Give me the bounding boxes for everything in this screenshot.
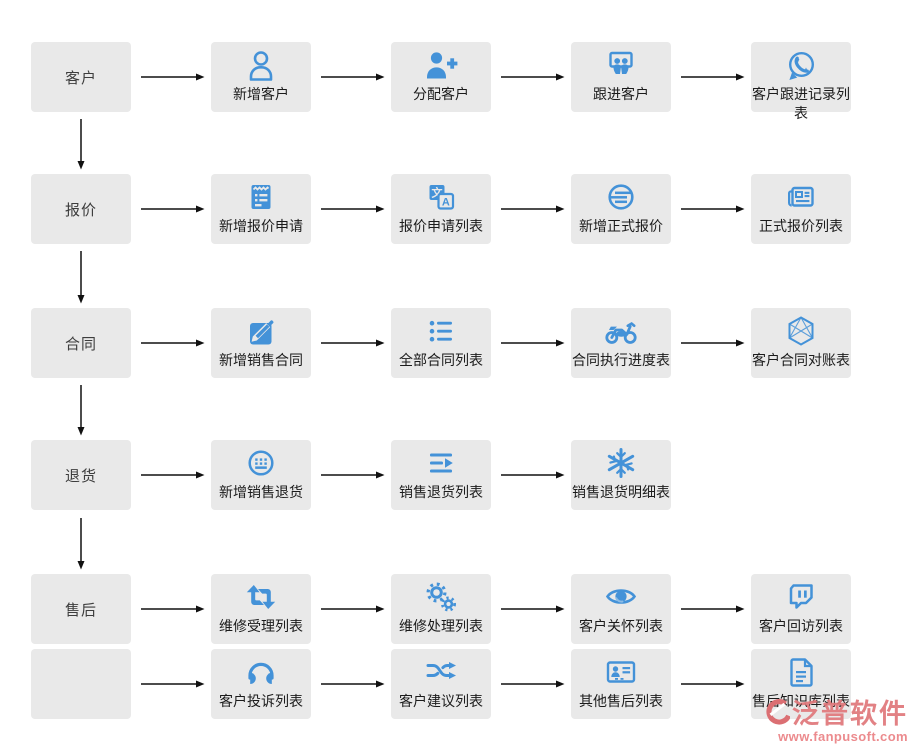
flow-node-label: 其他售后列表 [579,693,663,709]
newspaper-icon [788,186,814,207]
flow-node-label: 新增销售退货 [219,484,303,500]
stage-label: 退货 [64,467,97,485]
stage-node-contract[interactable]: 合同 [31,308,131,378]
lines-arrow-icon [430,453,453,473]
snowflake-icon [607,448,635,478]
flow-node-add-customer[interactable]: 新增客户 [211,42,311,112]
flow-node-label: 全部合同列表 [399,352,483,368]
user-icon [249,51,273,81]
stage-label: 售后 [64,601,97,619]
headphones-icon [248,662,274,684]
list-icon [429,320,452,342]
edit-icon [250,320,274,345]
flow-node-label: 客户关怀列表 [579,618,663,634]
stage-label: 报价 [64,201,97,219]
flow-node-repair-process-list[interactable]: 维修处理列表 [391,574,491,644]
flow-node-label: 客户投诉列表 [219,693,303,709]
stage-node-quote[interactable]: 报价 [31,174,131,244]
flow-node-label: 新增销售合同 [219,352,303,368]
id-card-icon [606,661,636,683]
flow-node-all-contract-list[interactable]: 全部合同列表 [391,308,491,378]
flow-node-suggestion-list[interactable]: 客户建议列表 [391,649,491,719]
retweet-icon [246,585,276,609]
flow-node-label: 合同执行进度表 [572,352,670,368]
flow-node-label: 客户回访列表 [759,618,843,634]
flow-node-add-formal-quote[interactable]: 新增正式报价 [571,174,671,244]
flow-node-contract-reconciliation[interactable]: 客户合同对账表 [751,308,851,378]
watermark: 泛普软件 www.fanpusoft.com [764,692,908,744]
flow-node-sales-return-list[interactable]: 销售退货列表 [391,440,491,510]
gears-icon [426,582,456,612]
flow-node-label: 销售退货明细表 [572,484,670,500]
presentation-people-icon [609,51,633,74]
svg-text:A: A [442,196,450,208]
flow-node-label: 跟进客户 [593,86,649,102]
flow-node-formal-quote-list[interactable]: 正式报价列表 [751,174,851,244]
flow-node-label: 分配客户 [413,86,469,102]
flow-node-label: 报价申请列表 [399,218,483,234]
flow-node-label: 销售退货列表 [399,484,483,500]
stage-node-aftersales[interactable]: 售后 [31,574,131,644]
flow-node-other-aftersales-list[interactable]: 其他售后列表 [571,649,671,719]
watermark-url: www.fanpusoft.com [778,729,908,744]
flow-node-assign-customer[interactable]: 分配客户 [391,42,491,112]
flow-node-label: 新增正式报价 [579,218,663,234]
stage-label: 合同 [64,335,97,353]
whatsapp-icon [788,51,815,80]
flow-node-customer-revisit-list[interactable]: 客户回访列表 [751,574,851,644]
flow-node-complaint-list[interactable]: 客户投诉列表 [211,649,311,719]
stage-node-return[interactable]: 退货 [31,440,131,510]
eye-icon [605,589,637,604]
flow-node-label: 售后知识库列表 [752,693,850,709]
stage-node-customer[interactable]: 客户 [31,42,131,112]
flow-node-add-sales-contract[interactable]: 新增销售合同 [211,308,311,378]
note-icon [251,185,271,209]
motorcycle-icon [605,322,637,344]
keyboard-circle-icon [248,450,274,476]
flow-node-label: 客户跟进记录列表 [752,86,850,121]
flow-node-contract-progress[interactable]: 合同执行进度表 [571,308,671,378]
flow-node-follow-record-list[interactable]: 客户跟进记录列表 [751,42,851,121]
flow-node-quote-request-list[interactable]: 文 A 报价申请列表 [391,174,491,244]
fanpu-logo-icon [766,698,790,725]
flow-node-label: 新增客户 [233,86,289,102]
flow-node-label: 维修处理列表 [399,618,483,634]
flow-node-add-quote-request[interactable]: 新增报价申请 [211,174,311,244]
file-text-icon [790,658,813,687]
user-plus-icon [427,52,458,79]
shuffle-icon [426,662,456,679]
flow-node-follow-customer[interactable]: 跟进客户 [571,42,671,112]
stage-node-blank[interactable] [31,649,131,719]
flow-node-label: 新增报价申请 [219,218,303,234]
flow-node-sales-return-detail[interactable]: 销售退货明细表 [571,440,671,510]
flow-node-label: 客户合同对账表 [752,352,850,368]
translate-icon: 文 A [429,185,455,210]
flow-node-label: 客户建议列表 [399,693,483,709]
flow-node-label: 维修受理列表 [219,618,303,634]
flow-node-add-sales-return[interactable]: 新增销售退货 [211,440,311,510]
twitch-icon [789,584,813,609]
stage-label: 客户 [64,69,97,87]
flow-node-repair-accept-list[interactable]: 维修受理列表 [211,574,311,644]
watermark-brand: 泛普软件 [792,699,908,729]
hexagon-icon [788,316,814,346]
flow-node-customer-care-list[interactable]: 客户关怀列表 [571,574,671,644]
stream-circle-icon [608,184,634,210]
flow-node-label: 正式报价列表 [759,218,843,234]
